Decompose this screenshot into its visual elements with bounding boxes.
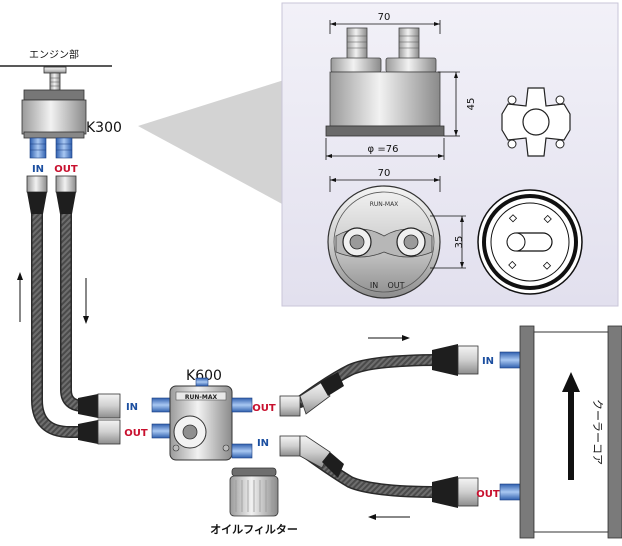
cooler-core: クーラーコア xyxy=(519,325,622,539)
cooler-label: クーラーコア xyxy=(591,399,604,465)
hoses-cooler: IN OUT xyxy=(279,335,521,520)
bottom-view xyxy=(477,189,583,295)
engine-section: エンジン部 xyxy=(0,48,112,92)
top-view: 70 RUN-MAX IN OUT 35 xyxy=(327,168,466,299)
dim-port-spacing: 35 xyxy=(454,236,465,249)
oil-filter: オイルフィルター xyxy=(210,467,298,536)
top-view-in: IN xyxy=(370,281,378,290)
cooler-flow-arrow xyxy=(568,388,574,480)
engine-label: エンジン部 xyxy=(29,48,79,61)
cooler-in-label: IN xyxy=(482,356,494,367)
dim-diameter: φ =76 xyxy=(368,144,399,155)
k600-block: K600 IN OUT RUN-MAX OUT IN xyxy=(124,368,276,461)
callout-beam xyxy=(138,80,284,205)
k300-label: K300 xyxy=(86,120,122,136)
top-view-out: OUT xyxy=(387,281,404,290)
filter-label: オイルフィルター xyxy=(210,523,298,536)
side-view: 70 45 φ =76 xyxy=(325,12,477,160)
k300-in-label: IN xyxy=(32,164,44,175)
detail-panel: 70 45 φ =76 xyxy=(138,2,619,307)
cooler-out-label: OUT xyxy=(476,489,500,500)
k600-left-in-label: IN xyxy=(126,402,138,413)
dim-bottom-width: 70 xyxy=(378,168,391,179)
k300-out-label: OUT xyxy=(54,164,78,175)
dim-height: 45 xyxy=(466,98,477,111)
k600-right-in-label: IN xyxy=(257,438,269,449)
dim-top-width: 70 xyxy=(378,12,391,23)
top-view-brand: RUN-MAX xyxy=(370,201,399,208)
k300-adapter: K300 IN OUT xyxy=(21,89,122,175)
k600-right-out-label: OUT xyxy=(252,403,276,414)
k600-label: K600 xyxy=(186,368,222,384)
hoses-engine xyxy=(17,175,121,445)
cross-plate xyxy=(501,87,571,157)
k600-left-out-label: OUT xyxy=(124,428,148,439)
k600-brand: RUN-MAX xyxy=(185,394,218,401)
